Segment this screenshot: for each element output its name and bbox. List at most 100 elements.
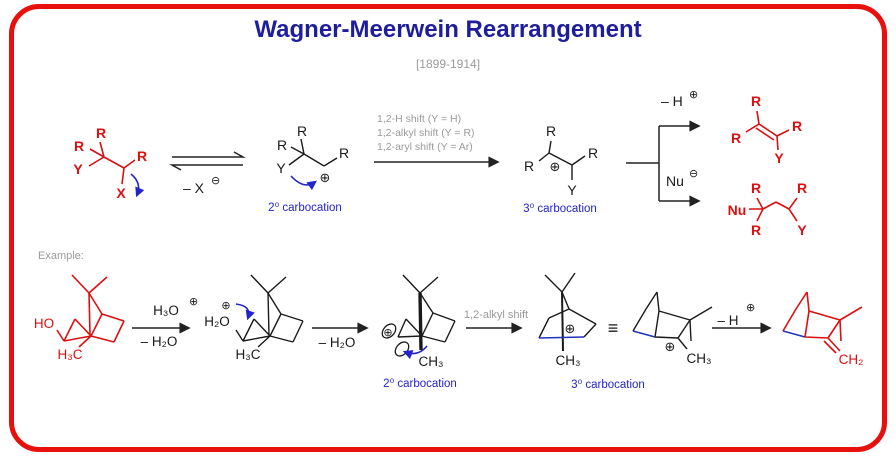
cation2-caption: 2⁰ carbocation (268, 202, 342, 214)
cation3-caption: 3⁰ carbocation (523, 203, 597, 215)
shift-condition-1: 1,2-H shift (Y = H) (377, 113, 461, 125)
secondary-cation-caption: 2⁰ carbocation (383, 378, 457, 390)
substitution-nu: Nu (728, 202, 747, 218)
step4-label: – H (717, 313, 738, 328)
substitution-r-bottom-left: R (751, 222, 761, 238)
alkene-bonds (745, 110, 790, 151)
example-step1-arrow: H₃O ⊕ – H₂O (132, 296, 198, 349)
minus-h-charge-icon: ⊕ (689, 89, 698, 101)
alkene-y: Y (774, 150, 784, 166)
nu-label: Nu (666, 173, 684, 189)
substrate-r-right: R (137, 148, 147, 164)
step3-label: 1,2-alkyl shift (464, 309, 528, 321)
norbornyl-cation-blue-bond (632, 330, 656, 338)
equilibrium-reverse-harpoon (169, 164, 243, 171)
substitution-r-top-left: R (751, 180, 761, 196)
shift-condition-3: 1,2-aryl shift (Y = Ar) (377, 141, 473, 153)
equilibrium-forward-harpoon (172, 151, 246, 158)
cation2-bonds (288, 138, 338, 167)
substrate-structure: R R Y R X (73, 125, 147, 201)
example-label: Example: (38, 250, 84, 262)
page-title: Wagner-Meerwein Rearrangement (254, 16, 642, 43)
substitution-product-structure: Nu R R R Y (728, 180, 808, 238)
example-camphene-structure: CH₂ (782, 291, 864, 367)
shift-conditions: 1,2-H shift (Y = H) 1,2-alkyl shift (Y =… (374, 113, 500, 168)
camphene-bonds (782, 291, 863, 354)
cation2-y: Y (276, 160, 286, 176)
alkene-r-top: R (751, 93, 761, 109)
tertiary-cation-charge-icon: ⊕ (565, 321, 576, 336)
tertiary-cation-vertical-bond (561, 291, 564, 352)
norbornyl-cation-bonds (632, 291, 713, 350)
borneol-h3c: H₃C (58, 347, 83, 362)
secondary-cation-bold-bond (418, 292, 423, 351)
cation3-r-top: R (546, 123, 556, 139)
camphene-ch2: CH₂ (839, 352, 864, 367)
cation3-plus-icon: ⊕ (550, 159, 561, 174)
equilibrium-arrows: – X ⊖ (169, 151, 246, 196)
cation2-r-right: R (339, 145, 349, 161)
step1-byproduct: – H₂O (141, 334, 178, 349)
oxocarbenium-h3c: H₃C (236, 347, 261, 362)
shift-condition-2: 1,2-alkyl shift (Y = R) (377, 127, 475, 139)
secondary-cation-charge-icon: ⊕ (383, 327, 392, 339)
substrate-y: Y (73, 161, 83, 177)
p-orbital-upper-lobe (381, 323, 397, 339)
oxocarbenium-charge-icon: ⊕ (221, 300, 230, 312)
example-step2-arrow: – H₂O (312, 322, 369, 350)
cation3-r-right: R (588, 145, 598, 161)
date-range: [1899-1914] (415, 57, 481, 71)
example-step4-arrow: – H ⊕ (712, 302, 772, 334)
red-border-frame (9, 4, 887, 452)
cation3-y: Y (567, 182, 577, 198)
tertiary-cation-caption: 3⁰ carbocation (571, 379, 645, 391)
example-tertiary-cation-structure: ⊕ CH₃ 3⁰ carbocation (538, 272, 645, 391)
example-norbornyl-cation-structure: ⊕ CH₃ (632, 291, 713, 366)
norbornyl-cation-charge-icon: ⊕ (665, 339, 676, 354)
minus-h-label: – H (661, 93, 683, 109)
leaving-group-curved-arrow (130, 173, 145, 198)
cation2-plus-icon: ⊕ (320, 170, 331, 185)
tertiary-carbocation-structure: R R ⊕ R Y 3⁰ carbocation (523, 123, 598, 215)
shift-curved-arrow (290, 175, 317, 191)
example-oxocarbenium-structure: H₂O ⊕ H₃C (204, 274, 304, 362)
minus-x-charge-icon: ⊖ (211, 175, 220, 187)
equivalence-sign: ≡ (608, 318, 619, 338)
example-step3-arrow: 1,2-alkyl shift (464, 309, 528, 334)
borneol-bonds (56, 274, 125, 348)
substitution-r-top-right: R (797, 180, 807, 196)
tertiary-cation-ch3: CH₃ (556, 353, 581, 368)
step2-byproduct: – H₂O (319, 335, 356, 350)
substrate-r-top: R (96, 125, 106, 141)
secondary-cation-bonds (397, 274, 456, 343)
substrate-bonds (88, 141, 136, 185)
step1-reagent-charge-icon: ⊕ (189, 296, 198, 308)
secondary-cation-ch3: CH₃ (419, 354, 444, 369)
cation3-r-left: R (524, 158, 534, 174)
substitution-bonds (749, 197, 798, 222)
substrate-r-left: R (74, 138, 84, 154)
camphene-blue-bond (782, 330, 806, 338)
norbornyl-cation-ch3: CH₃ (687, 351, 712, 366)
water-leaving-curved-arrow (235, 303, 255, 321)
substrate-x: X (116, 185, 126, 201)
alkene-product-structure: R R R Y (731, 93, 802, 166)
nu-charge-icon: ⊖ (689, 168, 698, 180)
alkene-r-left: R (731, 130, 741, 146)
oxocarbenium-h2o: H₂O (204, 314, 230, 329)
tertiary-cation-bonds (538, 272, 597, 339)
p-orbital-lower-lobe (394, 341, 410, 357)
branch-stem (626, 126, 660, 201)
step4-charge-icon: ⊕ (746, 302, 755, 314)
secondary-carbocation-structure: R R Y R ⊕ 2⁰ carbocation (268, 123, 349, 214)
minus-x-label: – X (183, 180, 205, 196)
step1-reagent: H₃O (153, 303, 179, 318)
example-borneol-structure: HO H₃C (34, 274, 125, 362)
cation3-bonds (538, 140, 586, 180)
borneol-ho: HO (34, 316, 54, 331)
example-secondary-cation-structure: ⊕ CH₃ 2⁰ carbocation (381, 274, 457, 390)
branch-arrows: – H ⊕ Nu ⊖ (626, 89, 701, 207)
alkene-r-right: R (792, 118, 802, 134)
